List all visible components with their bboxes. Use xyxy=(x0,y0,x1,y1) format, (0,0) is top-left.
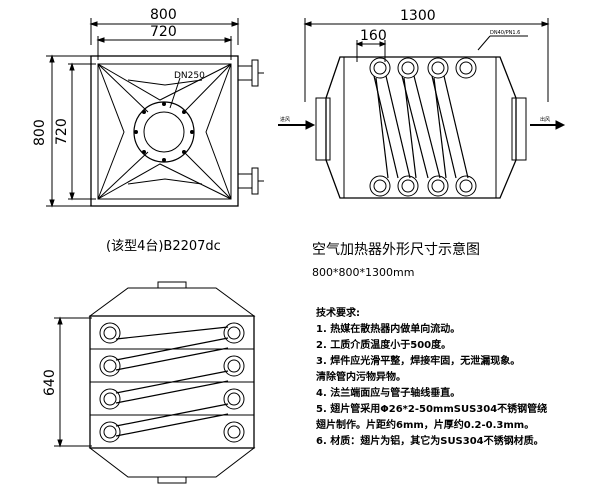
dim-length: 1300 xyxy=(400,8,436,24)
label-inlet: 进风 xyxy=(280,116,290,123)
note-line: 4. 法兰端面应与管子轴线垂直。 xyxy=(316,386,460,399)
note-line: 1. 热媒在散热器内做单向流动。 xyxy=(316,322,460,335)
notes-heading: 技术要求: xyxy=(316,306,360,319)
dim-height-inner: 720 xyxy=(54,118,70,145)
note-line: 翅片制作。片距约6mm，片厚约0.2-0.3mm。 xyxy=(316,418,534,431)
drawing-title: 空气加热器外形尺寸示意图 xyxy=(312,241,480,258)
dim-width-inner: 720 xyxy=(150,24,177,40)
label-outlet: 出风 xyxy=(540,116,550,123)
note-line: 2. 工质介质温度小于500度。 xyxy=(316,338,451,351)
dim-height-outer: 800 xyxy=(32,119,48,146)
flange-label: DN250 xyxy=(174,71,205,81)
dim-pitch: 160 xyxy=(360,28,387,44)
drawing-size: 800*800*1300mm xyxy=(312,266,414,279)
note-line: 6. 材质：翅片为铝，其它为SUS304不锈钢材质。 xyxy=(316,434,544,447)
technical-notes: 技术要求: 1. 热媒在散热器内做单向流动。 2. 工质介质温度小于500度。 … xyxy=(316,306,547,447)
front-view: 800 720 800 720 xyxy=(32,7,264,208)
model-label: (该型4台)B2207dc xyxy=(106,239,221,254)
bottom-view: 640 xyxy=(42,281,256,484)
label-top-right: DN40/PN1.6 xyxy=(490,30,520,36)
note-line: 清除管内污物异物。 xyxy=(316,370,406,383)
dim-height: 640 xyxy=(42,369,58,396)
note-line: 5. 翅片管采用Φ26*2-50mmSUS304不锈钢管绕 xyxy=(316,402,547,415)
dim-width-outer: 800 xyxy=(150,7,177,23)
side-view: 1300 160 DN40/PN1.6 xyxy=(278,8,566,199)
note-line: 3. 焊件应光滑平整，焊接牢固，无泄漏现象。 xyxy=(316,354,520,367)
